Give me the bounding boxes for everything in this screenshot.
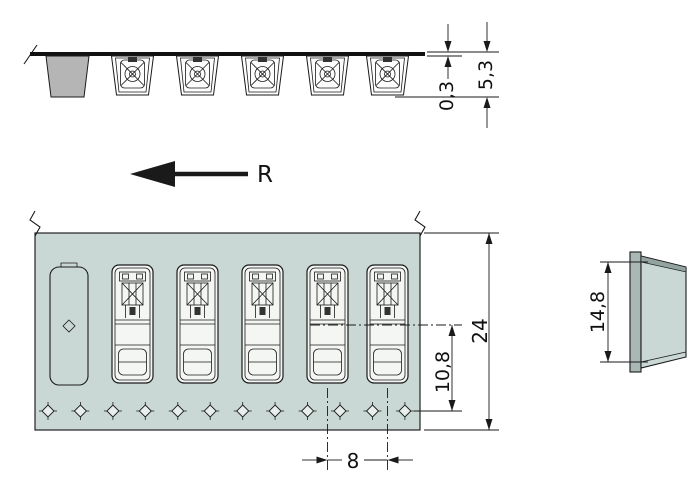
pocket-with-component: [306, 55, 349, 96]
dimension-tape-thickness: 0,3: [427, 24, 499, 111]
dim-label-tape-thickness: 0,3: [436, 81, 458, 111]
component-side-profile: 14,8: [587, 251, 687, 373]
dimension-component-offset: 10,8: [310, 324, 462, 412]
dim-label-pitch: 8: [347, 449, 360, 473]
carrier-tape-top: [34, 232, 421, 431]
component-top-view: [241, 264, 284, 384]
empty-pocket-side: [45, 55, 90, 98]
pocket-with-component: [176, 55, 219, 96]
dim-label-tape-width: 24: [468, 318, 492, 343]
component-top-view: [111, 264, 154, 384]
dimension-tape-width: 24: [424, 232, 499, 431]
profile-flange: [629, 251, 642, 373]
dim-label-pocket-depth: 5,3: [475, 60, 497, 90]
side-view-tape: 0,3 5,3: [23, 22, 499, 128]
dimension-pocket-depth: 5,3: [395, 22, 499, 128]
unreeling-direction: R: [130, 161, 273, 188]
pocket-with-component: [241, 55, 284, 96]
component-top-view: [366, 264, 409, 384]
pocket-with-component: [111, 55, 154, 96]
direction-label: R: [257, 162, 273, 188]
component-top-view: [306, 264, 349, 384]
direction-arrow-icon: [130, 161, 175, 187]
dimension-pitch: 8: [302, 449, 413, 473]
dim-label-component-height: 14,8: [587, 291, 609, 333]
break-mark-top-left: [29, 210, 41, 237]
pocket-with-component: [366, 55, 409, 96]
dimension-component-height: 14,8: [587, 261, 648, 363]
dim-label-component-offset: 10,8: [432, 351, 454, 393]
profile-top-band: [640, 255, 687, 273]
empty-pocket-top: [49, 262, 89, 386]
carrier-tape-strip: [30, 52, 425, 56]
break-mark-top-right: [414, 210, 426, 237]
profile-body: [640, 255, 687, 369]
component-top-view: [176, 264, 219, 384]
top-view-tape: 24 10,8 8: [29, 210, 499, 473]
